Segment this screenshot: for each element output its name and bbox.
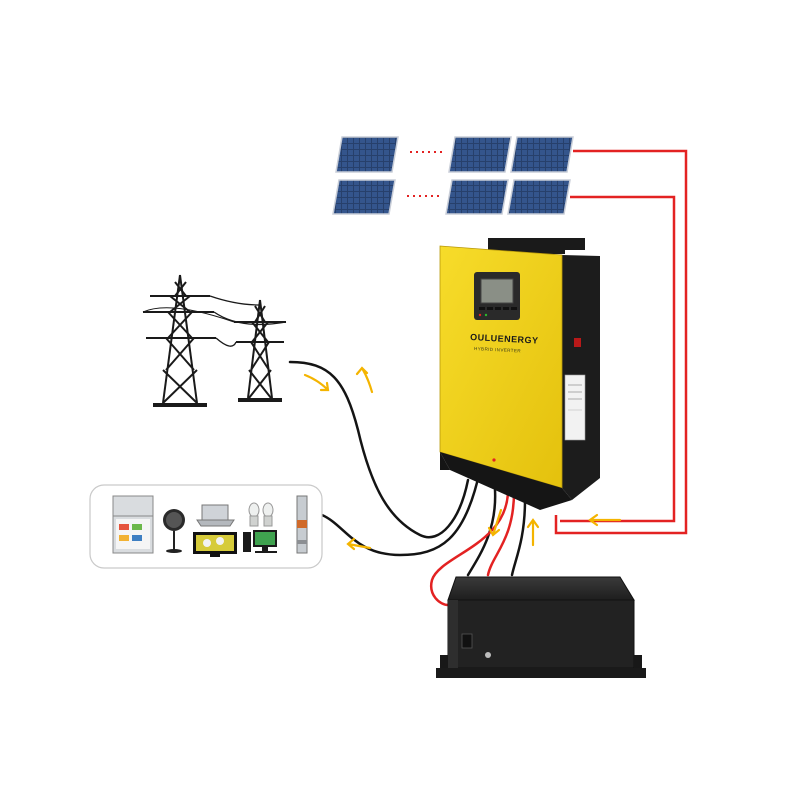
solar-array (332, 136, 574, 215)
solar-panel-icon (335, 136, 399, 173)
product-subtitle: HYBRID INVERTER (474, 346, 521, 353)
flow-arrows (303, 366, 540, 551)
solar-panel-icon (445, 179, 509, 215)
desktop-pc-icon (243, 530, 277, 553)
tv-icon (193, 532, 237, 557)
keypad-button[interactable] (495, 307, 501, 310)
keypad-button[interactable] (503, 307, 509, 310)
power-switch-icon[interactable] (574, 338, 581, 347)
terminal-screw-icon (485, 652, 491, 658)
fan-icon (163, 509, 185, 553)
flow-arrow-icon (355, 366, 374, 394)
battery-switch-icon[interactable] (461, 633, 473, 649)
keypad-button[interactable] (511, 307, 517, 310)
lcd-screen (480, 278, 514, 304)
laptop-icon (196, 504, 235, 527)
flow-arrow-icon (487, 508, 503, 537)
battery-box-icon (436, 576, 646, 678)
status-led-icon (492, 458, 496, 462)
flow-arrow-icon (588, 513, 622, 527)
solar-panel-icon (507, 179, 571, 215)
flow-arrow-icon (346, 537, 372, 551)
household-loads (89, 484, 323, 569)
keypad-button[interactable] (479, 307, 485, 310)
keypad-button[interactable] (487, 307, 493, 310)
inverter-unit: OULUENERGY HYBRID INVERTER (439, 238, 600, 510)
refrigerator-icon (112, 495, 154, 554)
ac-wires (288, 360, 527, 577)
brand-label: OULUENERGY (470, 332, 539, 346)
power-tower-icon (142, 274, 287, 407)
solar-panel-icon (510, 136, 574, 173)
mounting-bracket (488, 238, 585, 254)
inverter-base (440, 452, 572, 510)
water-pump-icon (296, 495, 308, 554)
solar-panel-icon (448, 136, 512, 173)
spec-label-sticker (564, 374, 586, 441)
solar-panel-icon (332, 179, 396, 215)
light-bulb-icon (248, 502, 274, 527)
flow-arrow-icon (303, 373, 330, 392)
flow-arrow-icon (526, 518, 540, 547)
